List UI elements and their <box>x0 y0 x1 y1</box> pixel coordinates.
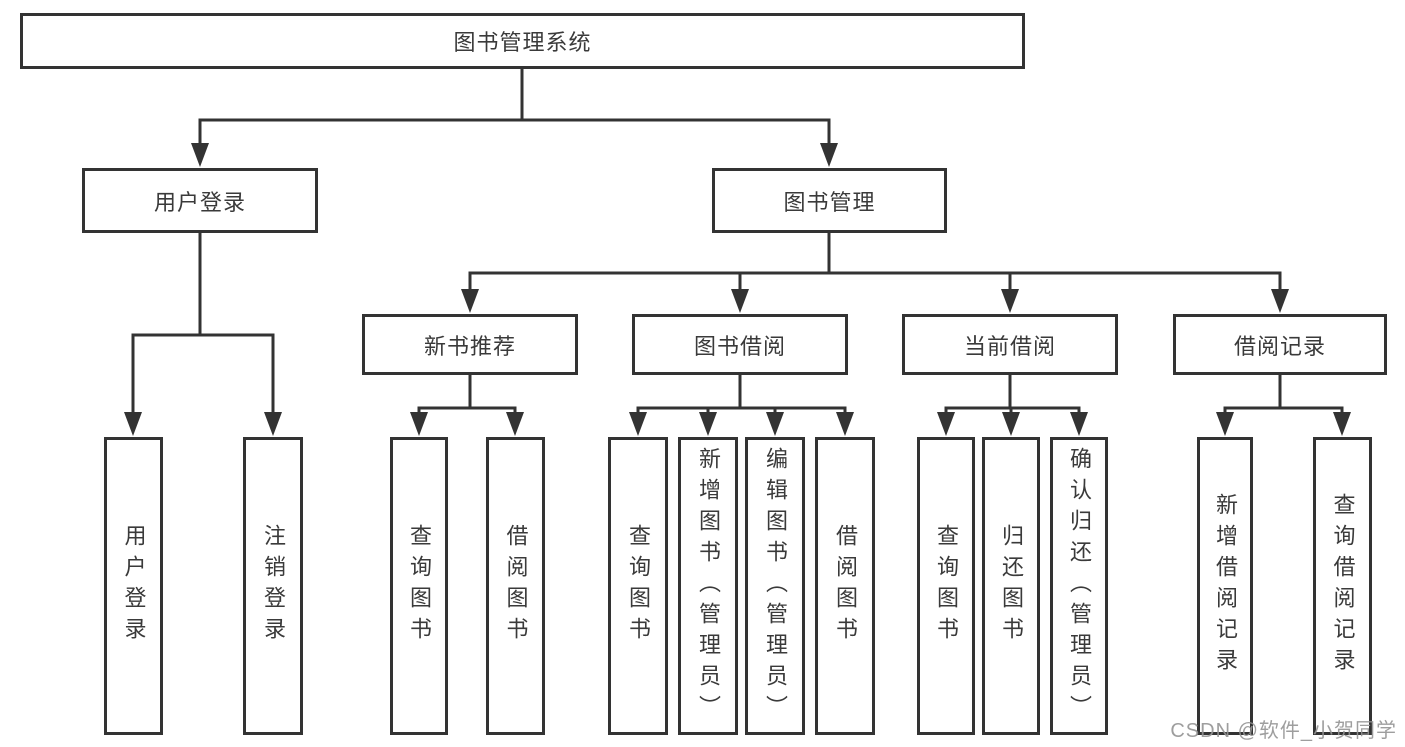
leaf-user-login: 用户登录 <box>104 437 163 735</box>
node-label: 图书管理系统 <box>453 30 592 55</box>
arrow-down-icon <box>699 412 717 436</box>
arrow-down-icon <box>124 412 142 436</box>
node-label: 归还图书 <box>999 524 1024 648</box>
node-label: 确认归还（管理员） <box>1067 446 1092 726</box>
arrow-down-icon <box>820 143 838 167</box>
connector-root-to-level2 <box>191 69 838 167</box>
leaf-return-books: 归还图书 <box>982 437 1040 735</box>
arrow-down-icon <box>836 412 854 436</box>
arrow-down-icon <box>191 143 209 167</box>
node-current-borrowing: 当前借阅 <box>902 314 1118 375</box>
leaf-query-borrow-record: 查询借阅记录 <box>1313 437 1372 735</box>
node-label: 借阅记录 <box>1233 333 1326 359</box>
node-book-management: 图书管理 <box>712 168 947 233</box>
arrow-down-icon <box>264 412 282 436</box>
connector-book-borrowing-children <box>629 375 854 436</box>
watermark: CSDN @软件_小贺同学 <box>1170 720 1397 742</box>
node-label: 用户登录 <box>121 524 147 648</box>
leaf-query-books-recommend: 查询图书 <box>390 437 448 735</box>
node-label: 用户登录 <box>153 189 246 215</box>
arrow-down-icon <box>1271 289 1289 313</box>
leaf-logout: 注销登录 <box>243 437 303 735</box>
arrow-down-icon <box>731 289 749 313</box>
node-label: 当前借阅 <box>963 333 1056 359</box>
node-label: 新增借阅记录 <box>1213 493 1238 679</box>
connector-borrowing-records-children <box>1216 375 1351 436</box>
node-borrowing-records: 借阅记录 <box>1173 314 1387 375</box>
node-label: 查询借阅记录 <box>1330 493 1356 679</box>
node-label: 编辑图书（管理员） <box>763 446 788 726</box>
connector-book-management-children <box>461 233 1289 313</box>
leaf-borrow-books-borrowing: 借阅图书 <box>815 437 875 735</box>
node-label: 注销登录 <box>261 524 286 648</box>
connector-new-book-rec-children <box>410 375 524 436</box>
node-label: 借阅图书 <box>833 524 858 648</box>
leaf-query-books-current: 查询图书 <box>917 437 975 735</box>
connector-current-borrowing-children <box>937 375 1088 436</box>
node-user-login: 用户登录 <box>82 168 318 233</box>
arrow-down-icon <box>766 412 784 436</box>
node-new-book-recommendation: 新书推荐 <box>362 314 578 375</box>
node-label: 新书推荐 <box>423 333 516 359</box>
node-label: 借阅图书 <box>503 524 529 648</box>
arrow-down-icon <box>1002 412 1020 436</box>
arrow-down-icon <box>1001 289 1019 313</box>
leaf-add-borrow-record: 新增借阅记录 <box>1197 437 1253 735</box>
arrow-down-icon <box>1070 412 1088 436</box>
node-label: 查询图书 <box>626 524 651 648</box>
node-label: 查询图书 <box>407 524 432 648</box>
arrow-down-icon <box>1333 412 1351 436</box>
arrow-down-icon <box>937 412 955 436</box>
leaf-query-books-borrowing: 查询图书 <box>608 437 668 735</box>
node-label: 新增图书（管理员） <box>696 446 721 726</box>
arrow-down-icon <box>629 412 647 436</box>
leaf-edit-book-admin: 编辑图书（管理员） <box>745 437 805 735</box>
leaf-add-book-admin: 新增图书（管理员） <box>678 437 738 735</box>
arrow-down-icon <box>461 289 479 313</box>
arrow-down-icon <box>1216 412 1234 436</box>
leaf-confirm-return-admin: 确认归还（管理员） <box>1050 437 1108 735</box>
node-label: 图书借阅 <box>693 333 786 359</box>
node-library-management-system: 图书管理系统 <box>20 13 1025 69</box>
arrow-down-icon <box>410 412 428 436</box>
node-label: 图书管理 <box>783 189 876 215</box>
arrow-down-icon <box>506 412 524 436</box>
node-label: 查询图书 <box>934 524 959 648</box>
connector-user-login-children <box>124 233 282 436</box>
leaf-borrow-books-recommend: 借阅图书 <box>486 437 545 735</box>
node-book-borrowing: 图书借阅 <box>632 314 848 375</box>
